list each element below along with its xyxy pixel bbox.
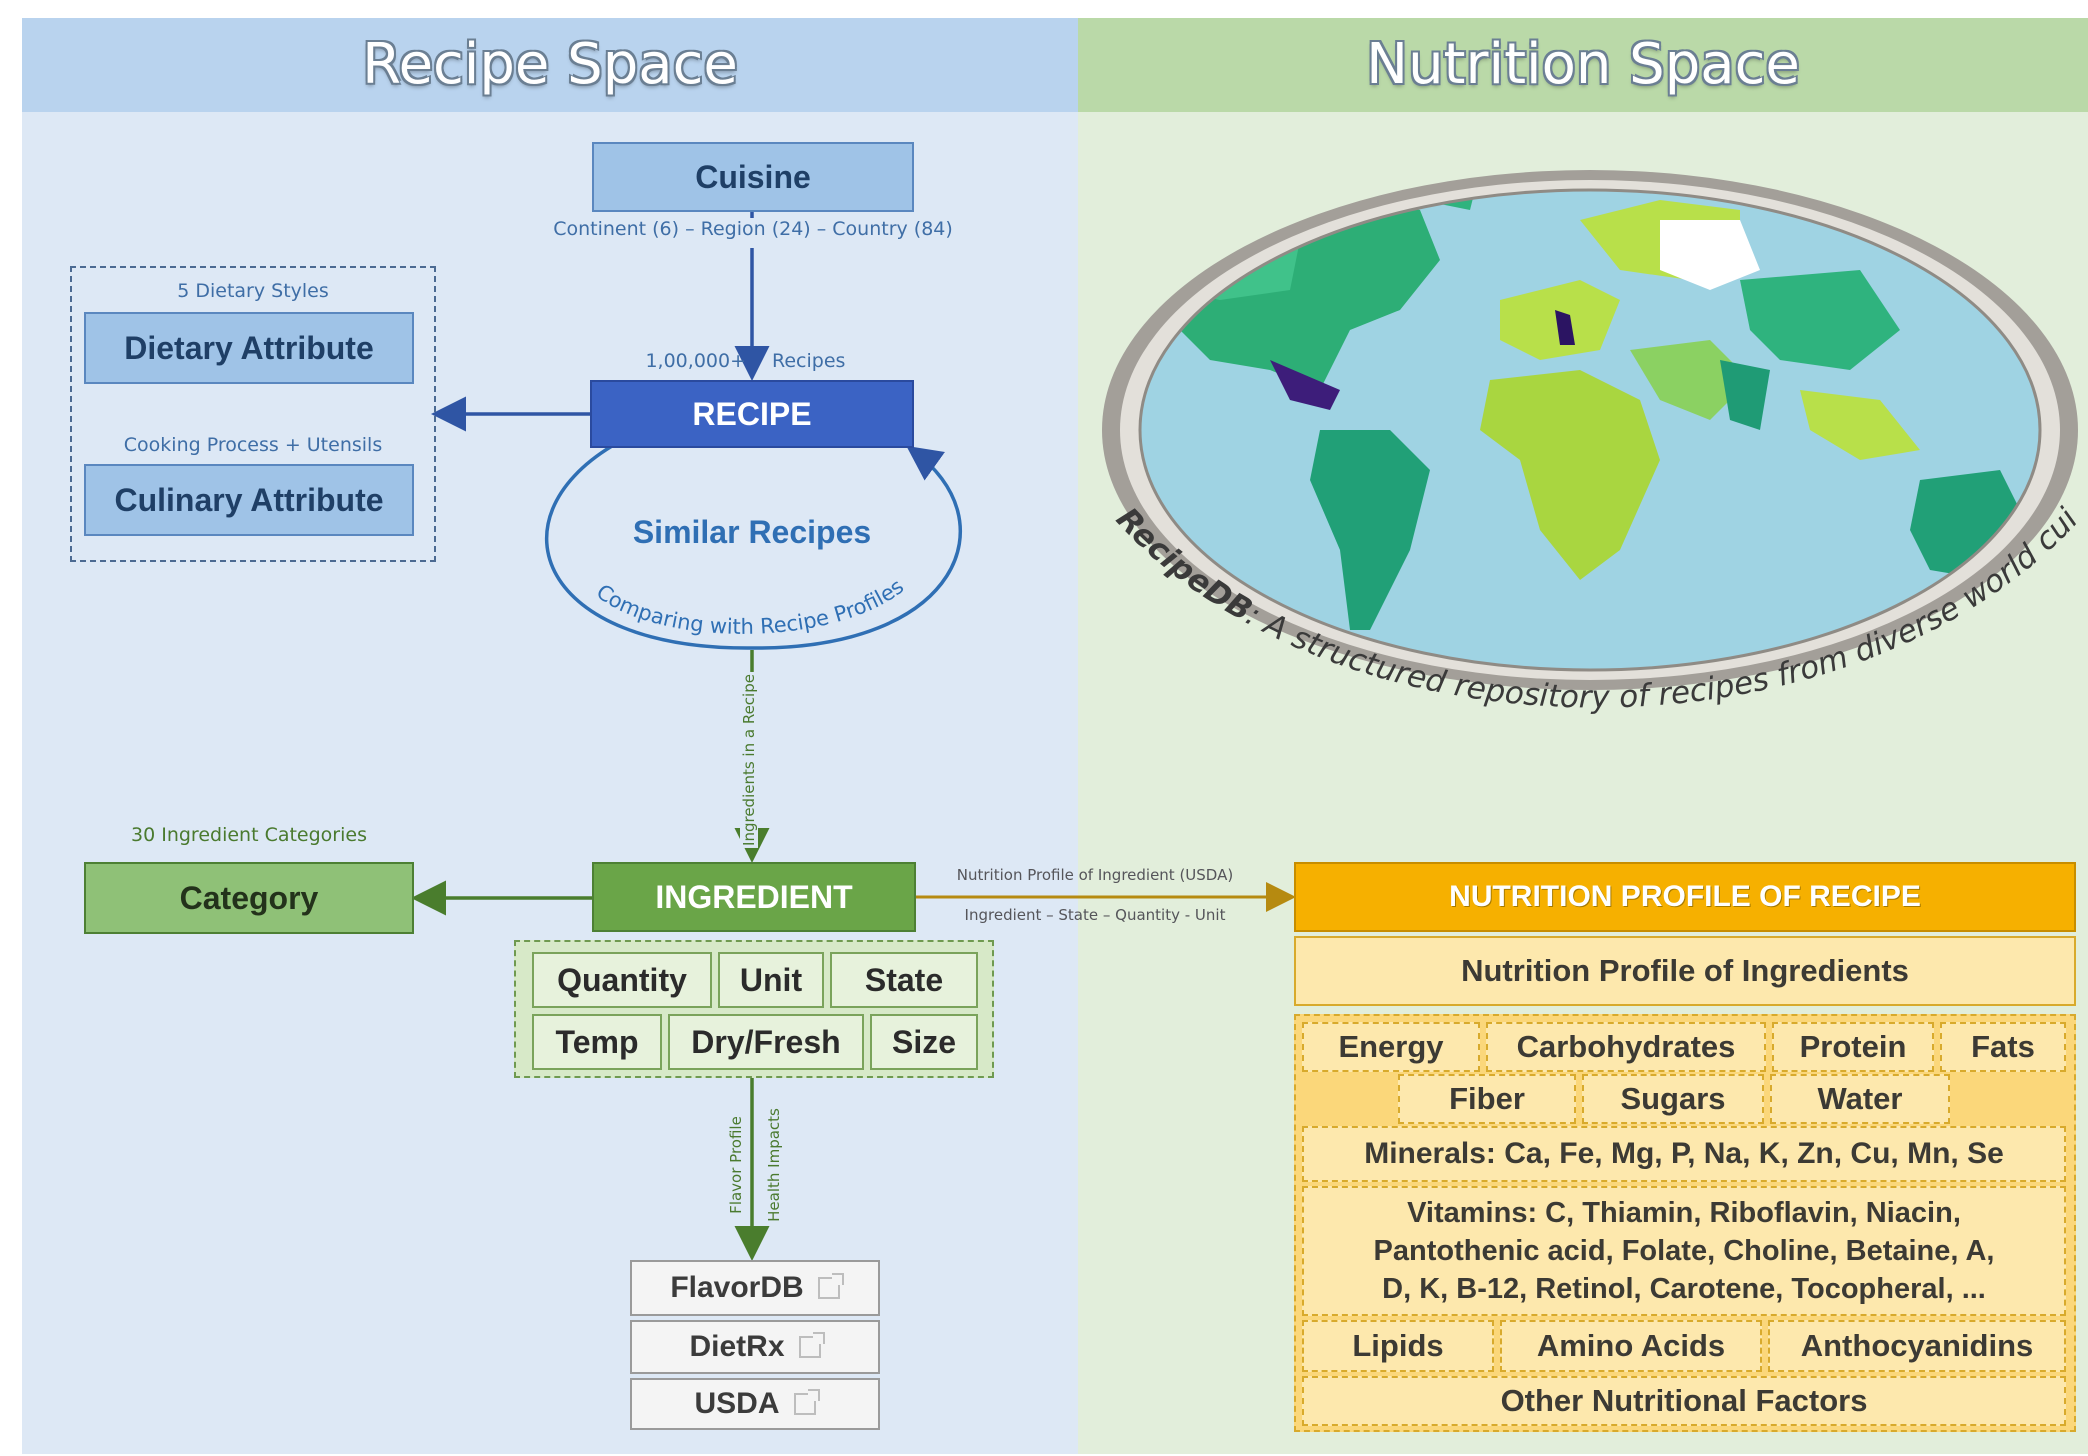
cuisine-sublabel: Continent (6) – Region (24) – Country (8… (480, 218, 1026, 248)
attr-quantity[interactable]: Quantity (532, 952, 712, 1008)
nutrient-anthocyanidins[interactable]: Anthocyanidins (1768, 1320, 2066, 1372)
vitamins-line-1: Vitamins: C, Thiamin, Riboflavin, Niacin… (1407, 1197, 1961, 1229)
culinary-label: Cooking Process + Utensils (123, 434, 383, 456)
recipe-space-panel (22, 18, 1078, 1454)
health-impacts-label: Health Impacts (765, 1108, 783, 1222)
nutrient-lipids[interactable]: Lipids (1302, 1320, 1494, 1372)
nutrient-energy[interactable]: Energy (1302, 1022, 1480, 1072)
nutrient-protein[interactable]: Protein (1772, 1022, 1934, 1072)
nutrient-water[interactable]: Water (1770, 1074, 1950, 1124)
africa (1480, 370, 1660, 580)
similar-recipes-arc-label: Comparing with Recipe Profiles (592, 574, 908, 639)
dietrx-label: DietRx (689, 1330, 785, 1363)
india (1720, 360, 1770, 430)
nutrient-minerals[interactable]: Minerals: Ca, Fe, Mg, P, Na, K, Zn, Cu, … (1302, 1126, 2066, 1182)
usda-link[interactable]: USDA (630, 1378, 880, 1430)
culinary-attribute-box[interactable]: Culinary Attribute (84, 464, 414, 536)
russia-nodata (1660, 220, 1760, 290)
nutrient-sugars[interactable]: Sugars (1582, 1074, 1764, 1124)
vitamins-line-2: Pantothenic acid, Folate, Choline, Betai… (1373, 1235, 1995, 1267)
nutrient-vitamins[interactable]: Vitamins: C, Thiamin, Riboflavin, Niacin… (1302, 1186, 2066, 1316)
east-asia (1740, 270, 1900, 370)
cuisine-box[interactable]: Cuisine (592, 142, 914, 212)
italy (1555, 310, 1575, 345)
nutrient-amino-acids[interactable]: Amino Acids (1500, 1320, 1762, 1372)
mexico (1270, 360, 1340, 410)
recipe-count-label: 1,00,000+ (645, 350, 746, 372)
dietary-styles-label: 5 Dietary Styles (177, 280, 329, 302)
ingredients-in-recipe-label: Ingredients in a Recipe (740, 672, 758, 848)
external-link-icon (798, 1332, 825, 1358)
attr-unit[interactable]: Unit (718, 952, 824, 1008)
similar-recipes-label[interactable]: Similar Recipes (632, 513, 872, 550)
south-america (1310, 430, 1430, 630)
nutrition-space-header: Nutrition Space (1078, 18, 2088, 112)
map-caption-svg: RecipeDB: A structured repository of rec… (1090, 500, 2085, 716)
southeast-asia (1800, 390, 1920, 460)
flavor-profile-label: Flavor Profile (727, 1116, 745, 1214)
ingredient-categories-label: 30 Ingredient Categories (131, 824, 367, 846)
dietrx-link[interactable]: DietRx (630, 1320, 880, 1374)
recipe-box[interactable]: RECIPE (590, 380, 914, 448)
recipes-label: Recipes (772, 350, 846, 372)
ingredient-state-link-label: Ingredient – State – Quantity - Unit (964, 906, 1226, 924)
category-box[interactable]: Category (84, 862, 414, 934)
nutrition-profile-link-label: Nutrition Profile of Ingredient (USDA) (956, 866, 1234, 884)
vitamins-line-3: D, K, B-12, Retinol, Carotene, Tocophera… (1382, 1273, 1986, 1305)
attr-size[interactable]: Size (870, 1014, 978, 1070)
flavordb-link[interactable]: FlavorDB (630, 1260, 880, 1316)
usda-label: USDA (694, 1387, 780, 1420)
flavordb-label: FlavorDB (670, 1271, 804, 1304)
recipe-space-header: Recipe Space (22, 18, 1078, 112)
attr-dry-fresh[interactable]: Dry/Fresh (668, 1014, 864, 1070)
attributes-group (70, 266, 436, 562)
world-map (1102, 170, 2078, 690)
similar-recipes-loop (544, 444, 963, 650)
nutrient-carbohydrates[interactable]: Carbohydrates (1486, 1022, 1766, 1072)
nutrient-fats[interactable]: Fats (1940, 1022, 2066, 1072)
nutrition-subtitle: Nutrition Profile of Ingredients (1294, 936, 2076, 1006)
attr-state[interactable]: State (830, 952, 978, 1008)
nutrient-other-factors[interactable]: Other Nutritional Factors (1302, 1376, 2066, 1426)
external-link-icon (817, 1273, 844, 1299)
ingredient-box[interactable]: INGREDIENT (592, 862, 916, 932)
attr-temp[interactable]: Temp (532, 1014, 662, 1070)
map-caption: RecipeDB: A structured repository of rec… (1090, 500, 2085, 716)
nutrient-fiber[interactable]: Fiber (1398, 1074, 1576, 1124)
nutrition-profile-title[interactable]: NUTRITION PROFILE OF RECIPE (1294, 862, 2076, 932)
dietary-attribute-box[interactable]: Dietary Attribute (84, 312, 414, 384)
external-link-icon (793, 1389, 820, 1415)
